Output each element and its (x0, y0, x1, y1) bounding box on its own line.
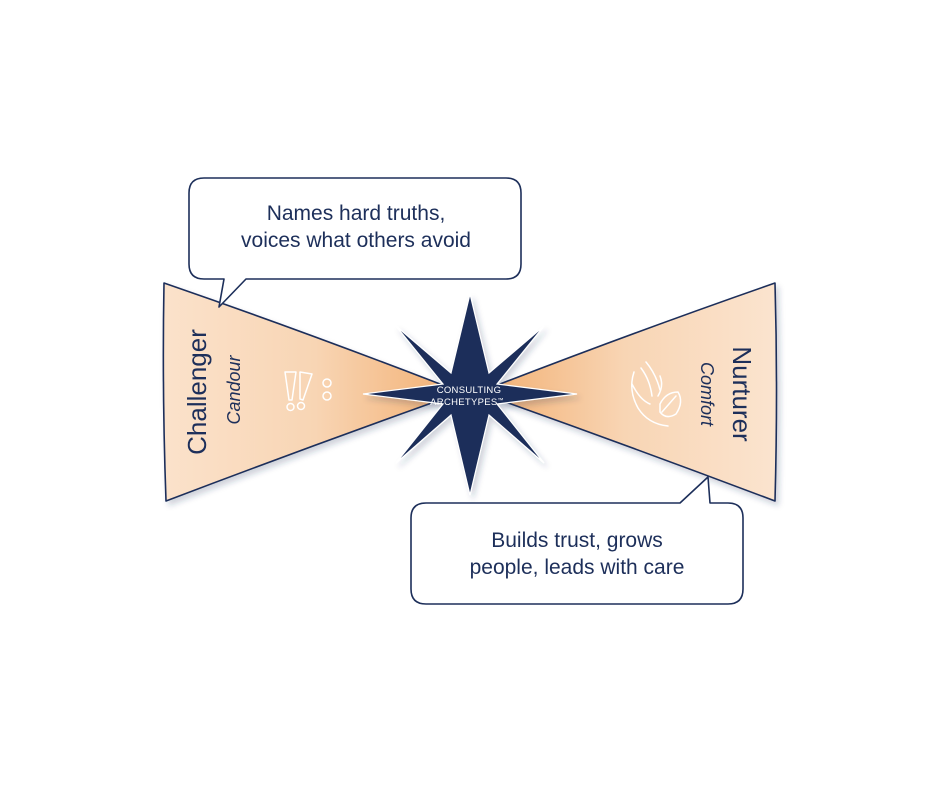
candour-subtitle: Candour (224, 354, 244, 424)
callout-top-bubble (188, 177, 522, 308)
badge-line-1: CONSULTING (437, 385, 502, 396)
double-exclamation-icon (284, 371, 332, 412)
badge-line-2-text: ARCHETYPES (430, 397, 497, 408)
nurturer-wedge (499, 282, 778, 502)
hand-holding-leaf-icon (631, 361, 682, 427)
challenger-title: Challenger (182, 329, 212, 455)
consulting-archetypes-star: CONSULTING ARCHETYPES™ (362, 293, 578, 496)
callout-bottom-line-2: people, leads with care (470, 556, 685, 579)
callout-bottom-bubble (410, 476, 744, 605)
callout-bottom-line-1: Builds trust, grows (491, 529, 663, 552)
challenger-wedge (162, 282, 441, 502)
badge-line-2: ARCHETYPES™ (430, 397, 504, 408)
nurturer-title: Nurturer (727, 346, 757, 442)
trademark-mark: ™ (498, 397, 504, 404)
callout-top-line-1: Names hard truths, (267, 202, 446, 225)
callout-top-line-2: voices what others avoid (241, 229, 471, 252)
comfort-subtitle: Comfort (697, 362, 717, 427)
